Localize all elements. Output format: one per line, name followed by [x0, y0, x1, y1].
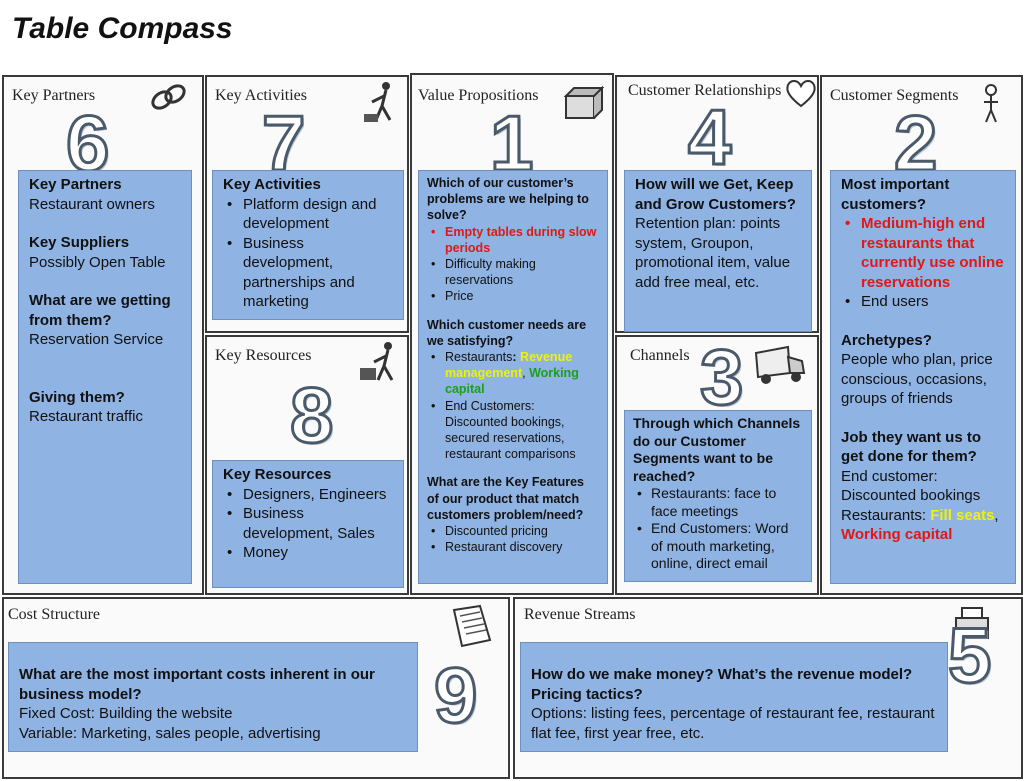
value-propositions-header: Value Propositions — [418, 87, 539, 104]
customer-relationships-content: How will we Get, Keep and Grow Customers… — [624, 170, 812, 332]
cs-question-customers: Most important customers? — [841, 176, 950, 213]
cost-variable: Variable: Marketing, sales people, adver… — [19, 724, 321, 742]
vp-need-item: End Customers: Discounted bookings, secu… — [427, 398, 599, 463]
key-activities-content: Key Activities Platform design and devel… — [212, 170, 404, 320]
value-propositions-content: Which of our customer’s problems are we … — [418, 170, 608, 584]
step-number-9: 9 — [432, 651, 478, 739]
key-suppliers-label: Key Suppliers — [29, 234, 130, 251]
vp-question-features: What are the Key Features of our product… — [427, 475, 584, 522]
vp-need-capital: Working capital — [445, 366, 579, 397]
vp-need-restaurants: Restaurants — [445, 350, 513, 365]
cost-fixed: Fixed Cost: Building the website — [19, 705, 233, 722]
receipt-icon — [452, 604, 492, 648]
vp-problem-item: Price — [427, 288, 599, 304]
channels-question: Through which Channels do our Customer S… — [633, 415, 801, 484]
worker-icon — [364, 82, 392, 122]
vp-feature-item: Discounted pricing — [427, 523, 599, 539]
giving-question: Giving them? — [29, 388, 125, 406]
revenue-streams-header: Revenue Streams — [524, 606, 636, 623]
vp-question-problems: Which of our customer’s problems are we … — [427, 176, 589, 223]
cs-segment-item: Medium-high end restaurants that current… — [841, 214, 1005, 292]
cs-archetypes-answer: People who plan, price conscious, occasi… — [841, 351, 993, 407]
key-activity-item: Platform design and development — [223, 195, 393, 234]
giving-answer: Restaurant traffic — [29, 408, 143, 425]
cs-job-working-capital: Working capital — [841, 526, 953, 543]
person-icon — [984, 84, 998, 123]
vp-need-item: Restaurants: Revenue management, Working… — [427, 349, 599, 398]
cost-structure-header: Cost Structure — [8, 606, 100, 623]
chain-link-icon — [151, 84, 186, 110]
cr-answer: Retention plan: points system, Groupon, … — [635, 215, 791, 291]
truck-icon — [754, 345, 806, 384]
key-resources-title: Key Resources — [223, 466, 332, 483]
cs-job-end-customer: End customer: — [841, 467, 938, 485]
getting-question-line2: from them? — [29, 311, 112, 329]
customer-relationships-header: Customer Relationships — [628, 82, 782, 99]
cost-structure-content: What are the most important costs inhere… — [8, 642, 418, 752]
key-partners-content: Key Partners Restaurant owners Key Suppl… — [18, 170, 192, 584]
gift-icon — [563, 85, 604, 119]
key-activities-title: Key Activities — [223, 176, 321, 193]
cs-question-archetypes: Archetypes? — [841, 331, 932, 349]
vp-feature-item: Restaurant discovery — [427, 539, 599, 555]
key-resource-item: Money — [223, 543, 393, 563]
key-partners-header: Key Partners — [12, 87, 96, 104]
getting-answer: Reservation Service — [29, 331, 164, 348]
key-activities-header: Key Activities — [215, 87, 307, 104]
revenue-options: Options: listing fees, percentage of res… — [531, 705, 935, 742]
revenue-streams-content: How do we make money? What’s the revenue… — [520, 642, 948, 752]
getting-question-line1: What are we getting — [29, 292, 171, 309]
key-suppliers-value: Possibly Open Table — [29, 253, 166, 271]
key-resources-header: Key Resources — [215, 347, 312, 364]
heart-icon — [786, 80, 816, 108]
key-partners-value: Restaurant owners — [29, 195, 155, 213]
vp-problem-item: Difficulty making reservations — [427, 256, 599, 288]
customer-segments-header: Customer Segments — [830, 87, 959, 104]
channels-header: Channels — [630, 347, 690, 364]
step-number-4: 4 — [686, 93, 732, 181]
cs-job-restaurants: Restaurants: Fill seats, Working capital — [841, 506, 999, 544]
cs-segment-item: End users — [841, 292, 1005, 312]
cs-job-fill-seats: Fill seats — [930, 506, 995, 524]
page-title: Table Compass — [12, 12, 233, 45]
customer-segments-content: Most important customers? Medium-high en… — [830, 170, 1016, 584]
vp-problem-item: Empty tables during slow periods — [427, 224, 599, 256]
worker-cart-icon — [360, 342, 394, 381]
cs-question-job: Job they want us to get done for them? — [841, 428, 982, 466]
cs-job-end-customer-value: Discounted bookings — [841, 487, 981, 504]
vp-need-revenue: Revenue management — [445, 350, 573, 381]
step-number-3: 3 — [698, 333, 744, 421]
step-number-5: 5 — [946, 611, 992, 699]
cr-question: How will we Get, Keep and Grow Customers… — [635, 176, 796, 213]
key-resource-item: Designers, Engineers — [223, 485, 393, 505]
vp-question-needs: Which customer needs are we satisfying? — [427, 317, 587, 348]
step-number-8: 8 — [288, 371, 334, 459]
channel-item: Restaurants: face to face meetings — [633, 485, 803, 520]
key-resources-content: Key Resources Designers, Engineers Busin… — [212, 460, 404, 588]
channel-item: End Customers: Word of mouth marketing, … — [633, 520, 803, 573]
revenue-question: How do we make money? What’s the revenue… — [531, 666, 913, 703]
key-partners-label: Key Partners — [29, 176, 122, 193]
key-resource-item: Business development, Sales — [223, 504, 393, 543]
key-activity-item: Business development, partnerships and m… — [223, 234, 393, 312]
cash-register-icon — [955, 607, 989, 639]
channels-content: Through which Channels do our Customer S… — [624, 410, 812, 582]
cost-question: What are the most important costs inhere… — [19, 666, 375, 703]
